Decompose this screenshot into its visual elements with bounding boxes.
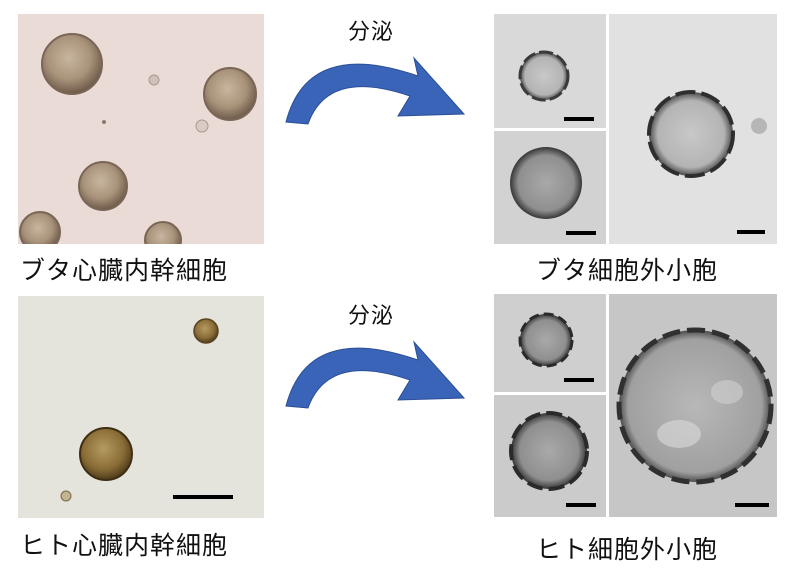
scale-bar <box>737 230 765 234</box>
scale-bar <box>566 503 596 507</box>
pig-cell-sphere <box>19 211 61 244</box>
human-stem-cell-micrograph <box>18 296 264 518</box>
scale-bar <box>566 231 596 235</box>
human-cell-sphere <box>193 318 219 344</box>
pig-vesicle-em-small-top <box>494 14 606 128</box>
human-vesicle-label: ヒト細胞外小胞 <box>536 535 719 564</box>
human-vesicle-em-small-top <box>494 294 606 392</box>
scale-bar <box>735 503 769 507</box>
human-vesicle-em-small-bottom <box>494 395 606 517</box>
human-secretion-label: 分泌 <box>348 304 395 329</box>
scale-bar <box>564 117 594 121</box>
pig-stem-cell-micrograph <box>18 14 264 244</box>
pig-vesicle-em-large <box>609 14 777 244</box>
human-stem-cell-label: ヒト心臓内幹細胞 <box>20 531 229 560</box>
human-secretion-arrow-icon <box>285 340 466 409</box>
pig-cell-sphere <box>78 161 128 211</box>
pig-cell-sphere <box>41 33 103 95</box>
scale-bar <box>564 378 594 382</box>
human-cell-sphere <box>79 427 133 481</box>
pig-cell-sphere <box>144 221 182 244</box>
pig-secretion-label: 分泌 <box>348 20 395 45</box>
pig-cell-sphere <box>203 67 257 121</box>
pig-secretion-arrow-icon <box>285 56 466 125</box>
human-vesicle-em-large <box>609 294 777 517</box>
pig-vesicle-label: ブタ細胞外小胞 <box>536 256 719 285</box>
pig-vesicle-em-small-bottom <box>494 131 606 244</box>
pig-stem-cell-label: ブタ心臓内幹細胞 <box>20 256 229 285</box>
scale-bar <box>173 495 233 499</box>
